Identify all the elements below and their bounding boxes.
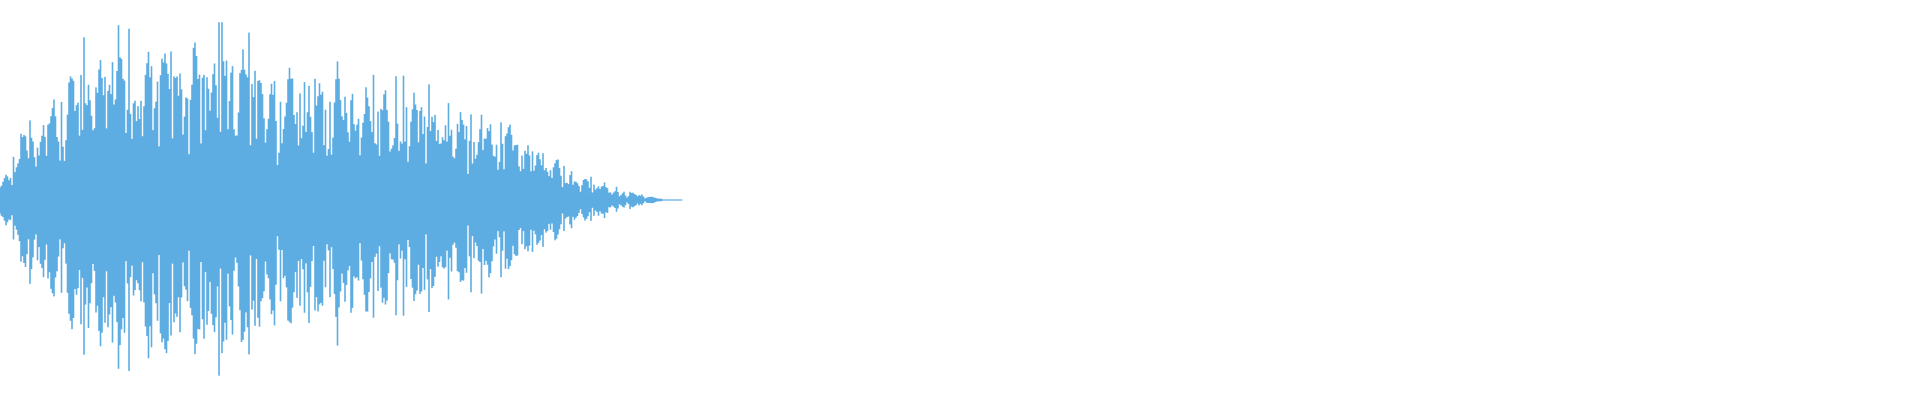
waveform-bars	[0, 22, 683, 376]
waveform-path	[0, 22, 663, 376]
